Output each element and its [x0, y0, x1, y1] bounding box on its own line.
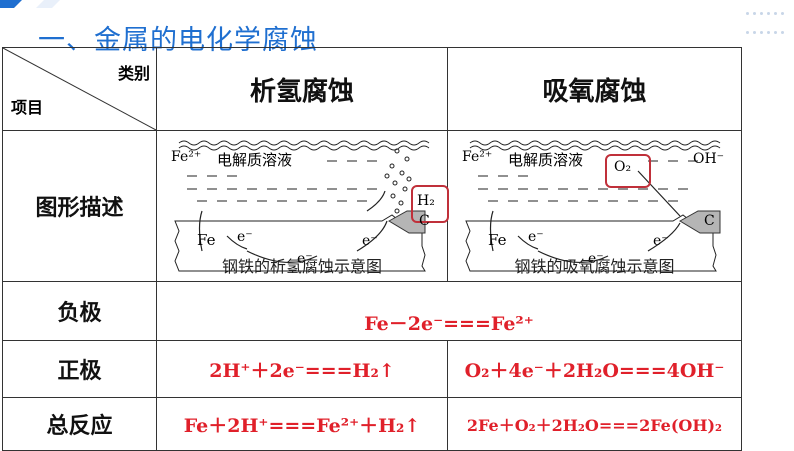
label-e-1-h: e⁻: [237, 229, 253, 245]
label-e-2-o: e⁻: [588, 251, 604, 267]
row-label-diagram: 图形描述: [2, 130, 157, 282]
label-electrolyte-h: 电解质溶液: [217, 151, 293, 169]
label-fe2-o: Fe²⁺: [462, 149, 493, 165]
label-h2: H₂: [417, 193, 435, 209]
label-c-o: C: [704, 213, 715, 229]
total-equation-hydrogen: Fe＋2H⁺===Fe²⁺＋H₂↑: [183, 414, 421, 437]
label-fe-o: Fe: [488, 231, 507, 249]
negative-equation-cell: Fe－2e⁻===Fe²⁺: [156, 281, 742, 341]
row-label-total: 总反应: [2, 397, 157, 451]
label-o2: O₂: [614, 159, 632, 175]
corner-bottom-label: 项目: [11, 98, 44, 117]
label-e-2-h: e⁻: [297, 251, 313, 267]
positive-equation-oxygen: O₂＋4e⁻＋2H₂O===4OH⁻: [464, 359, 725, 382]
label-fe2-h: Fe²⁺: [171, 149, 202, 165]
corner-decoration: [0, 0, 60, 8]
positive-equation-hydrogen: 2H⁺＋2e⁻===H₂↑: [209, 359, 395, 382]
comparison-table: 类别 项目 析氢腐蚀 吸氧腐蚀 图形描述: [2, 47, 742, 451]
label-e-3-h: e⁻: [362, 233, 378, 249]
total-o-cell: 2Fe＋O₂＋2H₂O===2Fe(OH)₂: [447, 397, 742, 451]
label-fe-h: Fe: [197, 231, 216, 249]
col-header-hydrogen: 析氢腐蚀: [156, 47, 448, 131]
label-oh: OH⁻: [693, 151, 725, 167]
negative-equation: Fe－2e⁻===Fe²⁺: [364, 313, 534, 335]
diagram-oxygen-cell: Fe²⁺ 电解质溶液 O₂ OH⁻ Fe e⁻ e⁻ e⁻ C 钢铁的吸氧腐蚀示…: [447, 130, 742, 282]
positive-h-cell: 2H⁺＋2e⁻===H₂↑: [156, 340, 448, 398]
label-electrolyte-o: 电解质溶液: [508, 151, 584, 169]
corner-top-label: 类别: [117, 64, 150, 83]
hydrogen-corrosion-diagram: [174, 140, 449, 272]
diagonal-line: [3, 48, 156, 130]
decor-dots: [744, 2, 786, 40]
label-c-h: C: [419, 213, 430, 229]
row-label-positive: 正极: [2, 340, 157, 398]
row-label-negative: 负极: [2, 281, 157, 341]
total-equation-oxygen: 2Fe＋O₂＋2H₂O===2Fe(OH)₂: [466, 416, 723, 435]
diagram-hydrogen-cell: Fe²⁺ 电解质溶液 H₂ Fe e⁻ e⁻ e⁻ C 钢铁的析氢腐蚀示意图: [156, 130, 449, 282]
label-e-3-o: e⁻: [653, 233, 669, 249]
positive-o-cell: O₂＋4e⁻＋2H₂O===4OH⁻: [447, 340, 742, 398]
total-h-cell: Fe＋2H⁺===Fe²⁺＋H₂↑: [156, 397, 448, 451]
col-header-oxygen: 吸氧腐蚀: [447, 47, 742, 131]
label-e-1-o: e⁻: [528, 229, 544, 245]
caption-oxygen: 钢铁的吸氧腐蚀示意图: [514, 257, 675, 276]
oxygen-corrosion-diagram: [465, 140, 721, 272]
corner-header-cell: 类别 项目: [2, 47, 157, 131]
row-label-diagram-text: 图形描述: [35, 196, 124, 221]
caption-hydrogen: 钢铁的析氢腐蚀示意图: [221, 257, 382, 276]
